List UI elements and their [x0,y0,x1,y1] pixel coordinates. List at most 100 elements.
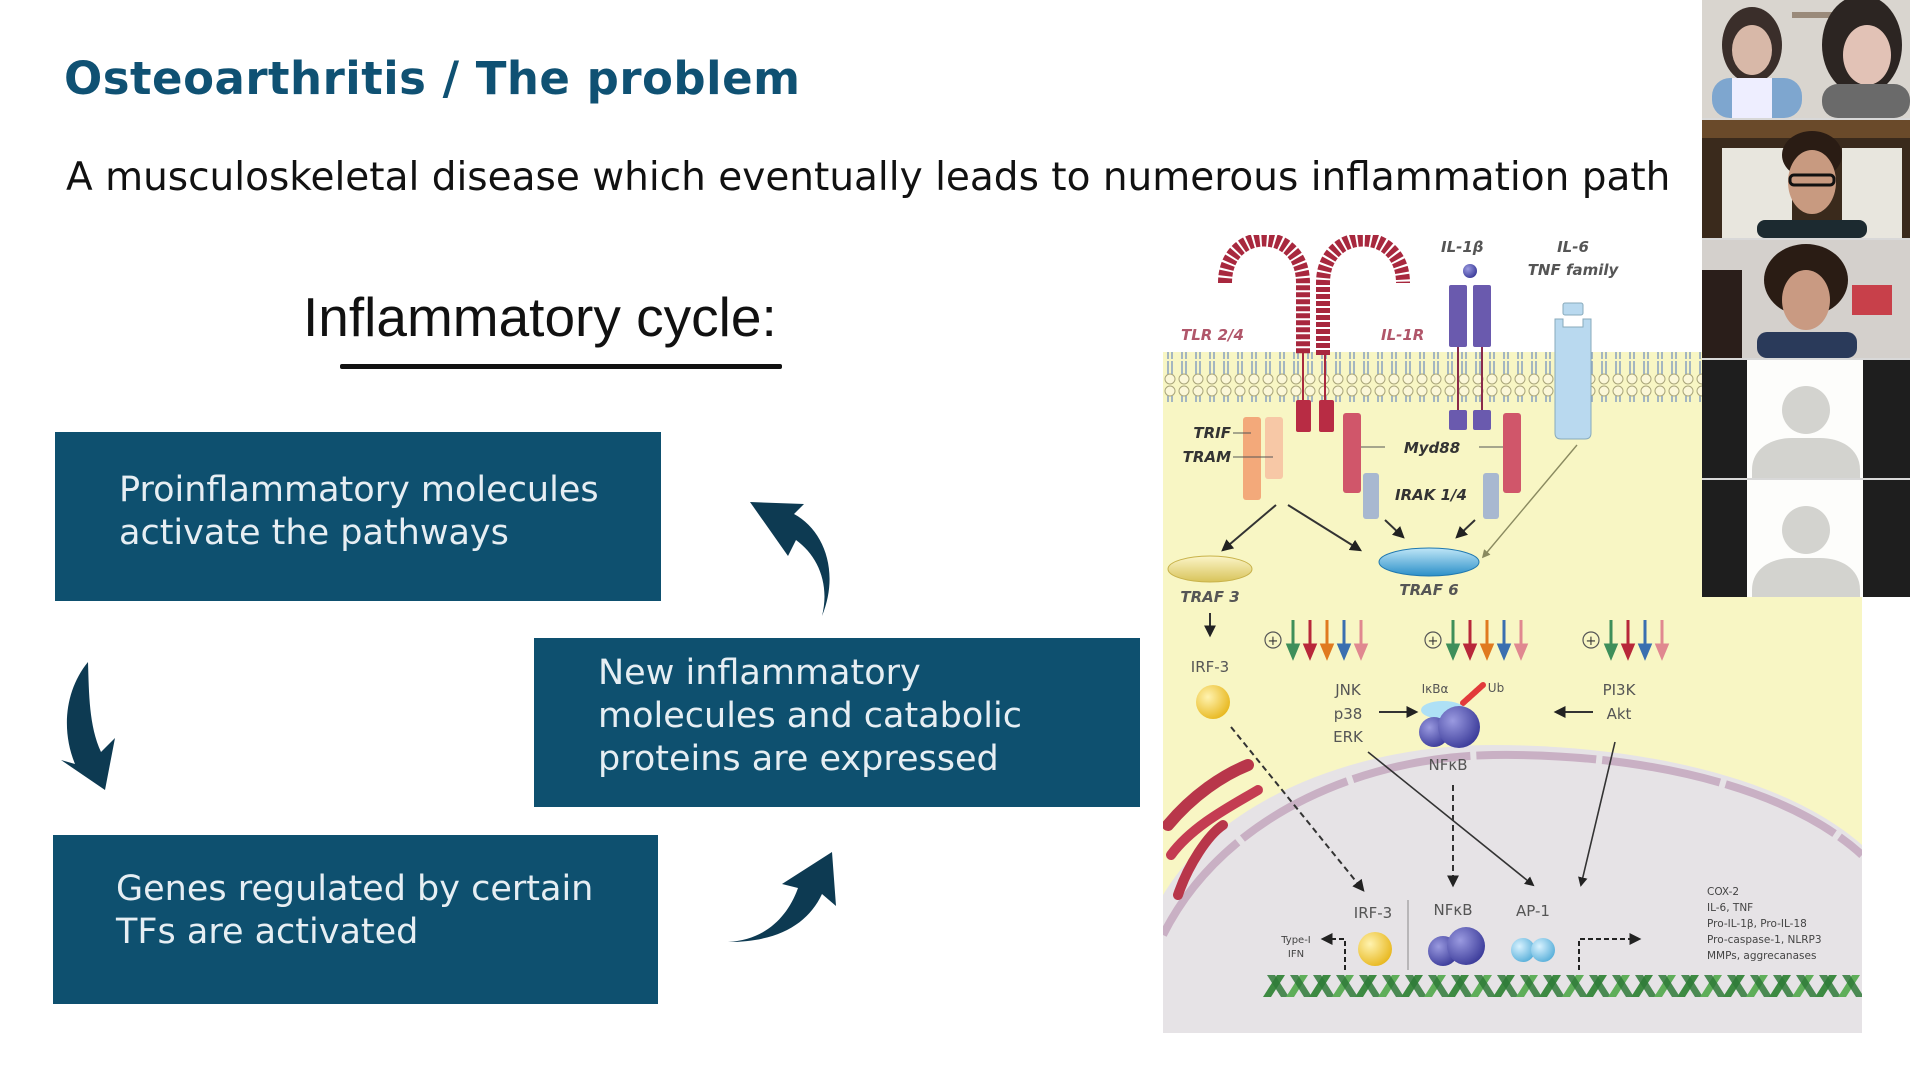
cycle-step-text: New inflammatory [598,653,921,693]
avatar-body-icon [1752,438,1860,478]
signal-arrow-icon [1462,620,1478,661]
svg-text:+: + [1268,634,1279,649]
participant-tile-3[interactable] [1702,240,1910,358]
label-ifn: IFN [1288,949,1304,960]
il1b-ligand-icon [1463,264,1477,278]
dna-strand-segment [1474,975,1496,997]
label-irf3-cytoplasm: IRF-3 [1191,658,1229,676]
nucleus [1163,745,1862,1033]
cycle-step-text: proteins are expressed [598,739,999,779]
label-ub: Ub [1488,681,1504,695]
signal-arrow-icon [1620,620,1636,661]
gene-item: COX-2 [1707,886,1739,898]
signal-arrow-icon [1302,620,1318,661]
dna-strand-segment [1658,975,1680,997]
participant-tile-5[interactable] [1702,480,1910,597]
participant-video [1702,240,1910,358]
irf3-icon [1196,685,1230,719]
cycle-step-proinflammatory: Proinflammatory molecules activate the p… [55,432,661,601]
gene-item: Pro-IL-1β, Pro-IL-18 [1707,918,1807,930]
label-ap1: AP-1 [1516,902,1550,920]
irf3-nucleus-icon [1358,932,1392,966]
dna-strand-segment [1612,975,1634,997]
label-erk: ERK [1333,728,1364,746]
dna-strand-segment [1543,975,1565,997]
heading-underline [340,364,782,369]
tlr-receptor-icon [1218,235,1410,355]
label-tnf: TNF family [1528,261,1620,279]
participant-tile-4[interactable] [1702,360,1910,478]
dna-strand-segment [1267,975,1289,997]
label-irf3-nucleus: IRF-3 [1354,904,1392,922]
gene-item: MMPs, aggrecanases [1707,950,1816,962]
dna-strand-segment [1819,975,1841,997]
traf6-icon [1378,547,1480,577]
label-type1: Type-I [1280,935,1311,946]
dna-strand-segment [1336,975,1358,997]
participant-avatar [1702,480,1910,597]
label-il6: IL-6 [1557,238,1589,256]
video-call-panel[interactable] [1702,0,1910,597]
dna-strand-segment [1428,975,1450,997]
slide-subtitle: A musculoskeletal disease which eventual… [66,155,1671,200]
signal-arrow-icon [1603,620,1619,661]
ap1-icon [1511,938,1535,962]
curved-arrow-up-right-icon [728,852,836,942]
label-irak: IRAK 1/4 [1395,486,1467,504]
label-myd88: Myd88 [1404,439,1460,457]
dna-strand-segment [1589,975,1611,997]
label-nfkb-nucleus: NFκB [1434,901,1473,919]
curved-arrow-down-icon [61,662,115,790]
signal-arrow-icon [1353,620,1369,661]
dna-helix-icon [1263,975,1862,997]
label-jnk: JNK [1334,681,1362,699]
cycle-step-text: activate the pathways [119,513,509,553]
gene-item: Pro-caspase-1, NLRP3 [1707,934,1822,946]
signal-arrow-icon [1654,620,1670,661]
cycle-step-text: Genes regulated by certain [116,869,594,909]
cycle-step-text: Proinflammatory molecules [119,470,599,510]
slide-title: Osteoarthritis / The problem [64,52,801,105]
cycle-step-expression: New inflammatory molecules and catabolic… [534,638,1140,807]
label-tlr: TLR 2/4 [1181,326,1244,344]
signal-arrow-icon [1637,620,1653,661]
signal-arrow-icon [1336,620,1352,661]
label-trif: TRIF [1193,424,1231,442]
label-nfkb-cytoplasm: NFκB [1429,756,1468,774]
dna-strand-segment [1520,975,1542,997]
il6-receptor-icon [1554,318,1592,440]
nfkb-nucleus-icon [1447,927,1485,965]
dna-strand-segment [1290,975,1312,997]
il6-ligand-icon [1562,302,1584,316]
dna-strand-segment [1773,975,1795,997]
signal-arrow-icon [1479,620,1495,661]
il1r-receptor-icon [1449,285,1467,347]
nuclear-envelope [1163,750,1862,937]
label-akt: Akt [1607,705,1632,723]
participant-video [1702,0,1910,118]
participant-avatar [1702,360,1910,478]
myd88-icon [1503,413,1521,493]
dna-strand-segment [1405,975,1427,997]
dna-strand-segment [1497,975,1519,997]
label-p38: p38 [1334,705,1363,723]
cycle-step-text: molecules and catabolic [598,696,1022,736]
participant-tile-2[interactable] [1702,120,1910,238]
dna-strand-segment [1635,975,1657,997]
avatar-head-icon [1782,506,1830,554]
participant-tile-1[interactable] [1702,0,1910,118]
ap1-icon [1531,938,1555,962]
cycle-heading: Inflammatory cycle: [303,286,777,348]
dna-strand-segment [1451,975,1473,997]
dna-strand-segment [1313,975,1335,997]
label-il1r: IL-1R [1381,326,1424,344]
tlr-tir-domain [1319,400,1334,432]
signal-arrow-icon [1496,620,1512,661]
trif-icon [1243,417,1261,500]
dna-strand-segment [1727,975,1749,997]
dna-strand-segment [1359,975,1381,997]
dna-strand-segment [1566,975,1588,997]
dna-strand-segment [1382,975,1404,997]
avatar-head-icon [1782,386,1830,434]
avatar-body-icon [1752,558,1860,597]
